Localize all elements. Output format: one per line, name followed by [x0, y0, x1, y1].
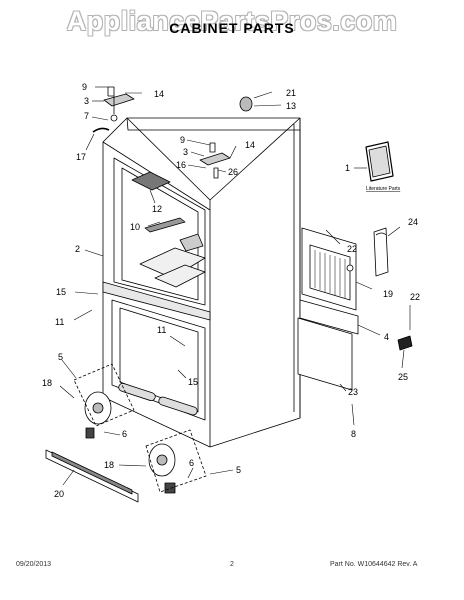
- callout-26: 26: [228, 167, 238, 177]
- footer-part-number: Part No. W10644642 Rev. A: [330, 561, 418, 568]
- callout-14: 14: [154, 89, 164, 99]
- footer-date: 09/20/2013: [16, 561, 52, 568]
- callout-8: 8: [351, 429, 356, 439]
- callout-14b: 14: [245, 140, 255, 150]
- callout-1: 1: [345, 163, 350, 173]
- callout-25: 25: [398, 372, 408, 382]
- callout-6: 6: [122, 429, 127, 439]
- callout-10: 10: [130, 222, 140, 232]
- callout-19: 19: [383, 289, 393, 299]
- callout-7: 7: [84, 111, 89, 121]
- callout-23: 23: [348, 387, 358, 397]
- callout-18: 18: [42, 378, 52, 388]
- callout-numbers: 9 14 3 7 17 21 13 9 3 16 14 26 1 12 10 2…: [42, 82, 420, 499]
- callout-22b: 22: [410, 292, 420, 302]
- callout-13: 13: [286, 101, 296, 111]
- roller-left: [84, 391, 112, 439]
- callout-15b: 15: [188, 377, 198, 387]
- callout-11: 11: [55, 317, 64, 327]
- literature-label: Literature Parts: [366, 186, 401, 192]
- callout-5: 5: [58, 352, 63, 362]
- toe-grille-rear: [299, 299, 359, 335]
- callout-9: 9: [82, 82, 87, 92]
- footer-page: 2: [230, 561, 234, 568]
- dashed-box-left: [73, 363, 135, 427]
- callout-18b: 18: [104, 460, 114, 470]
- cabinet-shell: [102, 117, 301, 448]
- watermark-text: AppliancePartsPros.com: [66, 6, 398, 36]
- callout-3: 3: [84, 96, 89, 106]
- callout-15: 15: [56, 287, 66, 297]
- top-hinge-right: [199, 96, 253, 179]
- callout-20: 20: [54, 489, 64, 499]
- dashed-box-right: [145, 429, 207, 493]
- callout-11b: 11: [157, 325, 166, 335]
- callout-2: 2: [75, 244, 80, 254]
- top-hinge-left: [92, 86, 135, 133]
- callout-17: 17: [76, 152, 86, 162]
- toe-grille-front: [45, 449, 139, 503]
- callout-16: 16: [176, 160, 186, 170]
- literature-parts: [365, 141, 394, 182]
- callout-6b: 6: [189, 458, 194, 468]
- front-panel: [297, 317, 353, 391]
- leveling-foot-25: [397, 335, 413, 351]
- machine-compartment-cover: [301, 227, 357, 311]
- callout-12: 12: [152, 204, 162, 214]
- callout-21: 21: [286, 88, 296, 98]
- page-title: CABINET PARTS: [169, 20, 295, 36]
- callout-24: 24: [408, 217, 418, 227]
- bracket-24: [373, 227, 389, 277]
- roller-right: [148, 443, 176, 494]
- filter-housing: [131, 171, 204, 252]
- callout-22: 22: [347, 244, 357, 254]
- callout-9b: 9: [180, 135, 185, 145]
- callout-4: 4: [384, 332, 389, 342]
- callout-5b: 5: [236, 465, 241, 475]
- callout-3b: 3: [183, 147, 188, 157]
